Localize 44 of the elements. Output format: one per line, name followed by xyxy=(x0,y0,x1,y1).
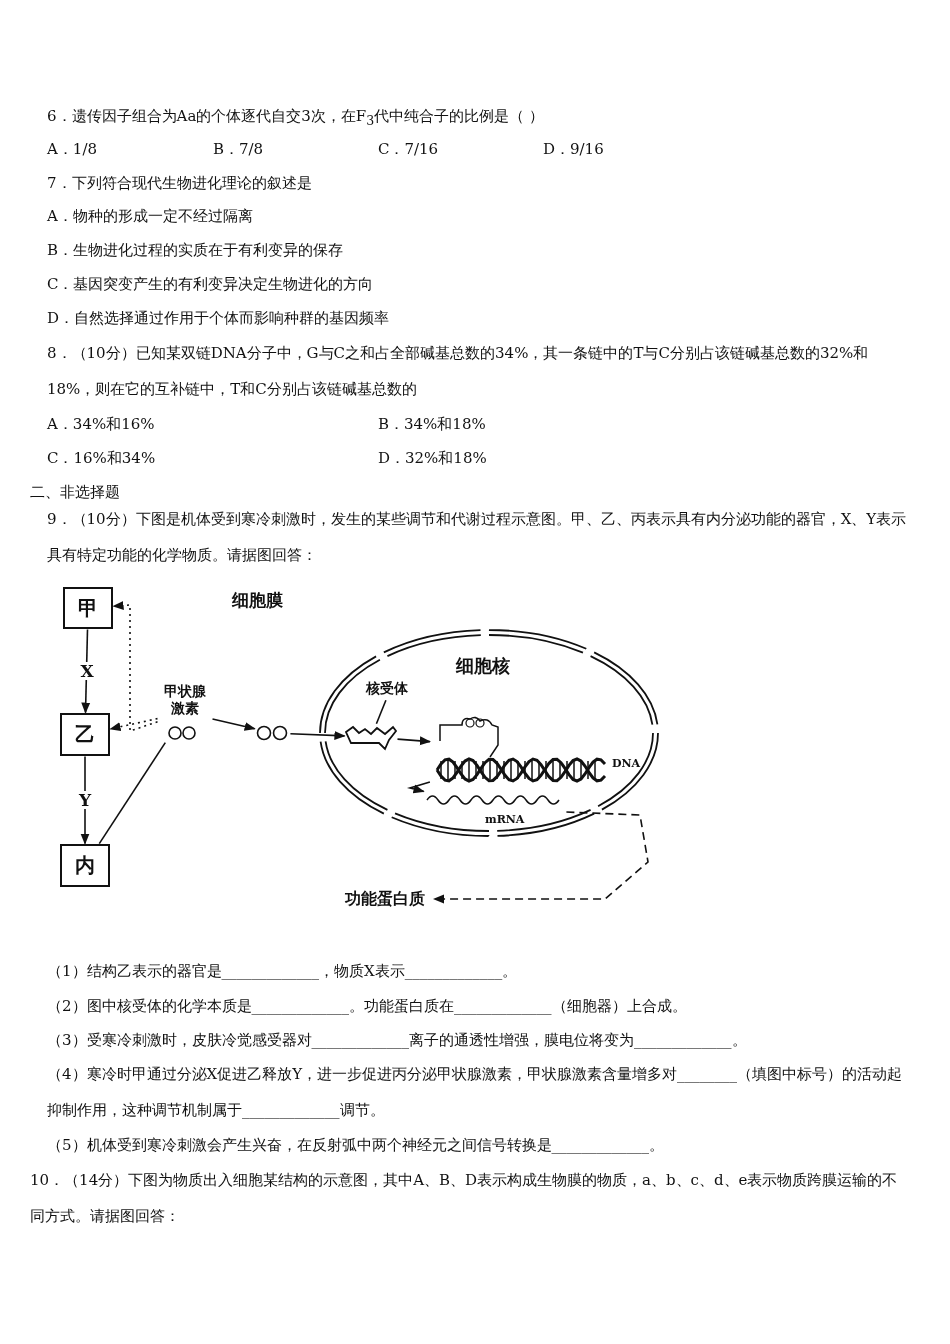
answer-option: B．7/8 xyxy=(213,131,264,167)
question-text: （3）受寒冷刺激时，皮肤冷觉感受器对_____________离子的通透性增强，膜电位将变为_____________。 xyxy=(47,1030,747,1051)
answer-option: C．7/16 xyxy=(378,131,439,167)
nucleus-label: 细胞核 xyxy=(456,656,510,676)
question-text: （5）机体受到寒冷刺激会产生兴奋，在反射弧中两个神经元之间信号转换是_____________。 xyxy=(47,1135,665,1156)
answer-option: A．34%和16% xyxy=(47,406,155,442)
dashed-arrow xyxy=(432,811,649,904)
question-text: （2）图中核受体的化学本质是_____________。功能蛋白质在_____________（细胞器）上合成。 xyxy=(47,996,687,1017)
question-text: 6．遗传因子组合为Aa的个体逐代自交3次，在F$_{3}$代中纯合子的比例是（ ） xyxy=(47,106,544,130)
answer-option: B．生物进化过程的实质在于有利变异的保存 xyxy=(47,232,344,268)
connector-line xyxy=(98,741,167,845)
answer-option: C．基因突变产生的有利变异决定生物进化的方向 xyxy=(47,266,374,302)
dashed-arrow xyxy=(112,601,159,733)
answer-option: A．1/8 xyxy=(47,131,97,167)
answer-option: D．32%和18% xyxy=(378,440,487,476)
organ-box: 甲 xyxy=(63,587,113,629)
membrane-label: 细胞膜 xyxy=(232,589,283,612)
answer-option: A．物种的形成一定不经过隔离 xyxy=(47,198,253,234)
question-text: 9．（10分）下图是机体受到寒冷刺激时，发生的某些调节和代谢过程示意图。甲、乙、丙表示具有内分泌功能的器官，X、Y表示具有特定功能的化学物质。请据图回答： xyxy=(47,509,907,566)
question-text: 7．下列符合现代生物进化理论的叙述是 xyxy=(47,173,312,194)
leader-line xyxy=(375,699,387,725)
arrow xyxy=(211,718,256,731)
arrow xyxy=(396,736,431,746)
dashed-arrow xyxy=(109,717,159,732)
question-text: 10．（14分）下图为物质出入细胞某结构的示意图，其中A、B、D表示构成生物膜的物质，a、b、c、d、e表示物质跨膜运输的不同方式。请据图回答： xyxy=(30,1170,899,1227)
section-heading: 二、非选择题 xyxy=(30,482,120,503)
arrow xyxy=(289,731,346,740)
mrna-label: mRNA xyxy=(485,812,525,828)
answer-option: B．34%和18% xyxy=(378,406,486,442)
question-text: （1）结构乙表示的器官是_____________，物质X表示_____________。 xyxy=(47,961,518,982)
arrow xyxy=(407,781,431,794)
dna-label: DNA xyxy=(612,756,641,772)
question-text: （4）寒冷时甲通过分泌X促进乙释放Y，进一步促进丙分泌甲状腺激素，甲状腺激素含量增多对________（填图中标号）的活动起抑制作用，这种调节机制属于_____________调节。 xyxy=(47,1064,904,1121)
organ-box: 乙 xyxy=(60,713,110,756)
question-text: 8．（10分）已知某双链DNA分子中，G与C之和占全部碱基总数的34%，其一条链中的T与C分别占该链碱基总数的32%和18%，则在它的互补链中，T和C分别占该链碱基总数的 xyxy=(47,343,870,400)
answer-option: C．16%和34% xyxy=(47,440,156,476)
edge-label: Y xyxy=(77,791,94,809)
receptor-label: 核受体 xyxy=(366,680,414,700)
organ-box: 内 xyxy=(60,844,110,887)
answer-option: D．自然选择通过作用于个体而影响种群的基因频率 xyxy=(47,300,390,336)
hormone-label: 甲状腺激素 xyxy=(163,683,207,717)
answer-option: D．9/16 xyxy=(543,131,604,167)
edge-label: X xyxy=(78,662,96,680)
protein-label: 功能蛋白质 xyxy=(345,888,433,910)
